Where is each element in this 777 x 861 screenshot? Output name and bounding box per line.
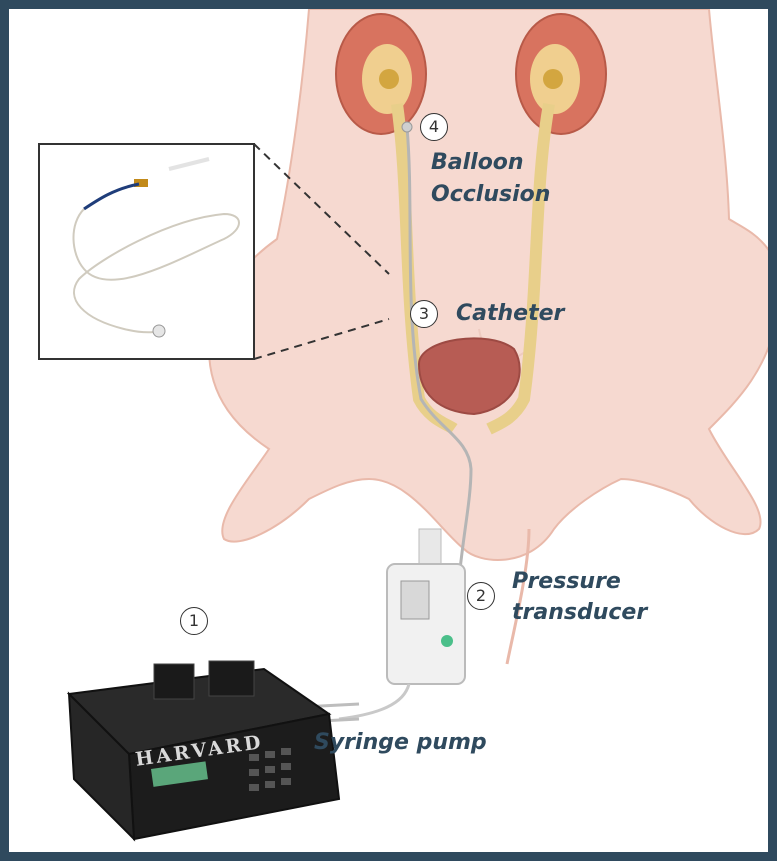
- pressure-label-line1: Pressure: [512, 568, 621, 596]
- left-kidney: [336, 14, 426, 134]
- pig-body: [209, 9, 777, 664]
- marker-2: 2: [467, 582, 495, 610]
- marker-4: 4: [420, 113, 448, 141]
- catheter-inset: [39, 144, 254, 359]
- marker-1: 1: [180, 607, 208, 635]
- balloon-label-line1: Balloon: [431, 149, 524, 177]
- balloon-label-line2: Occlusion: [431, 181, 550, 209]
- pressure-label-line2: transducer: [512, 599, 647, 627]
- balloon-tip: [402, 122, 412, 132]
- catheter-label: Catheter: [456, 300, 564, 328]
- pressure-transducer: [339, 529, 465, 719]
- right-kidney: [516, 14, 606, 134]
- syringe-label: Syringe pump: [314, 729, 487, 757]
- marker-3: 3: [410, 300, 438, 328]
